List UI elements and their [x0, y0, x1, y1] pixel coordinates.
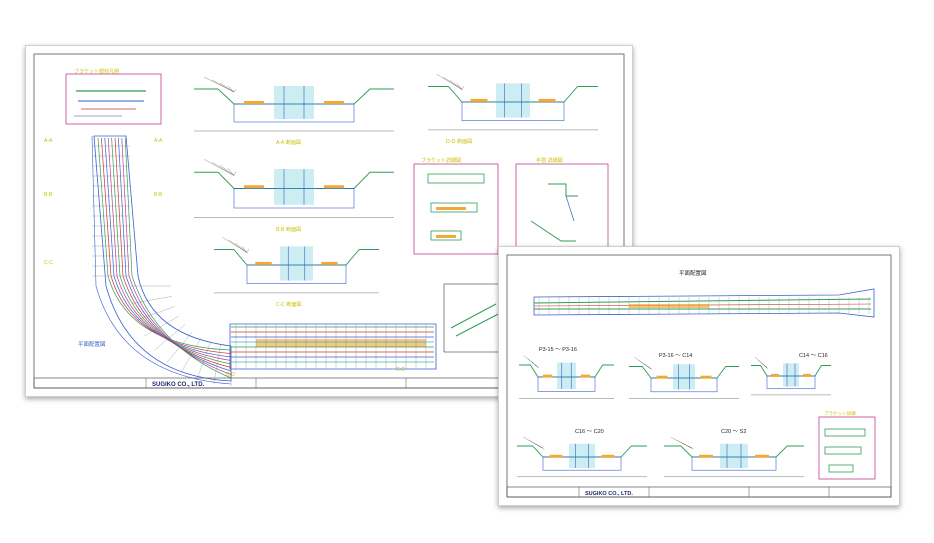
section-mark-b-right: B-B	[154, 192, 163, 198]
handrail-detail-label: 手摺 詳細図	[536, 157, 563, 164]
bracket-detail-box: ブラケット詳細図	[413, 157, 499, 255]
section-mark-d: D-D	[226, 372, 235, 378]
bracket-detail-box-2: ブラケット詳細	[818, 410, 876, 480]
drawing-sheet-1: ブラケット部材凡例 ブラケット詳細図 手摺 詳細図	[25, 45, 633, 397]
plan-label-2: 平面配置図	[679, 270, 707, 277]
section-title-1: P3-15 ～ P3-16	[539, 347, 577, 353]
section-mark-c: C-C	[44, 260, 53, 266]
section-mark-a-right: A-A	[154, 138, 163, 144]
legend-box: ブラケット部材凡例	[65, 68, 162, 125]
section-mark-c-right: C-C	[396, 367, 405, 373]
section-drawings-2	[517, 355, 831, 478]
company-name: SUGIKO CO., LTD.	[152, 382, 205, 388]
section-mark-b: B-B	[44, 192, 53, 198]
legend-title: ブラケット部材凡例	[74, 68, 119, 75]
section-title-2: P3-16 ～ C14	[659, 353, 692, 359]
panel-label-b: B-B 断面図	[276, 226, 301, 233]
drawing-sheet-2: 平面配置図 P3-15 ～ P3-16 P3-16 ～ C14 C14 ～ C1…	[498, 246, 900, 506]
panel-label-d: D-D 断面図	[446, 138, 472, 145]
drawing-sheet-1-canvas: ブラケット部材凡例 ブラケット詳細図 手摺 詳細図	[33, 53, 625, 389]
company-name-2: SUGIKO CO., LTD.	[585, 491, 633, 497]
drawing-sheet-2-canvas: 平面配置図 P3-15 ～ P3-16 P3-16 ～ C14 C14 ～ C1…	[506, 254, 892, 498]
panel-label-c: C-C 断面図	[276, 301, 301, 308]
handrail-detail-box: 手摺 詳細図	[515, 157, 609, 255]
plan-label: 平面配置図	[78, 341, 106, 348]
section-title-4: C16 ～ C20	[575, 429, 604, 435]
plan-layout	[91, 135, 437, 386]
panel-label-a: A-A 断面図	[276, 139, 301, 146]
long-plan-strip	[533, 288, 875, 318]
title-block-2: SUGIKO CO., LTD.	[506, 486, 892, 498]
section-mark-a: A-A	[44, 138, 53, 144]
section-title-5: C20 ～ S2	[721, 429, 746, 435]
section-title-3: C14 ～ C16	[799, 353, 828, 359]
bracket-detail-label: ブラケット詳細図	[421, 157, 461, 164]
detail-label-2: ブラケット詳細	[824, 410, 856, 417]
section-drawings	[194, 73, 598, 294]
